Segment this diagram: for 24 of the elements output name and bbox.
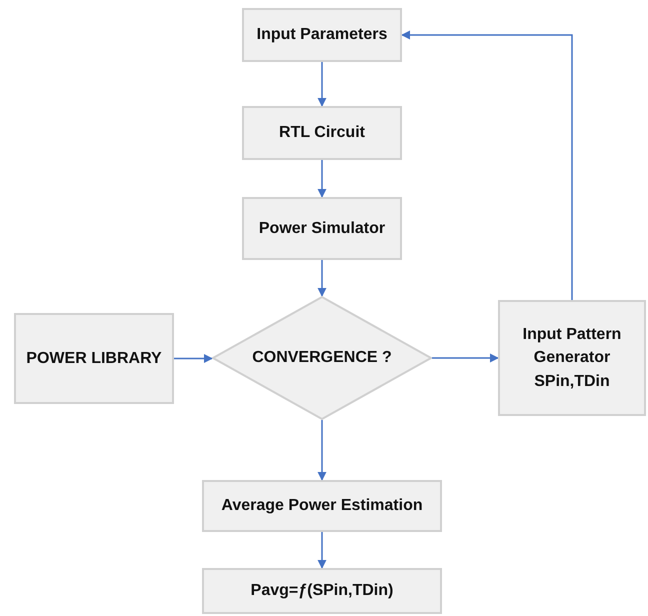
process-box [202, 568, 442, 614]
process-box [242, 8, 402, 62]
node-label: POWER LIBRARY [25, 348, 163, 369]
decision-diamond [212, 296, 432, 420]
process-box [202, 480, 442, 532]
arrow [401, 30, 573, 300]
node-label: RTL Circuit [278, 123, 366, 144]
arrow [318, 62, 326, 107]
node-label: Pavg=ƒ(SPin,TDin) [250, 581, 394, 602]
arrow [174, 354, 213, 363]
process-box [242, 106, 402, 160]
node-label: CONVERGENCE ? [251, 348, 393, 368]
arrow [318, 420, 326, 481]
node-label: Power Simulator [258, 218, 386, 239]
node-label: Average Power Estimation [220, 496, 424, 516]
arrow [318, 160, 326, 198]
process-box [498, 300, 646, 416]
process-box [242, 197, 402, 260]
process-box [14, 313, 174, 404]
node-label: Input Parameters [256, 25, 388, 46]
arrow [318, 260, 326, 297]
arrow [432, 354, 499, 362]
node-label: Input Pattern Generator SPin,TDin [522, 325, 622, 392]
arrow [318, 532, 326, 569]
